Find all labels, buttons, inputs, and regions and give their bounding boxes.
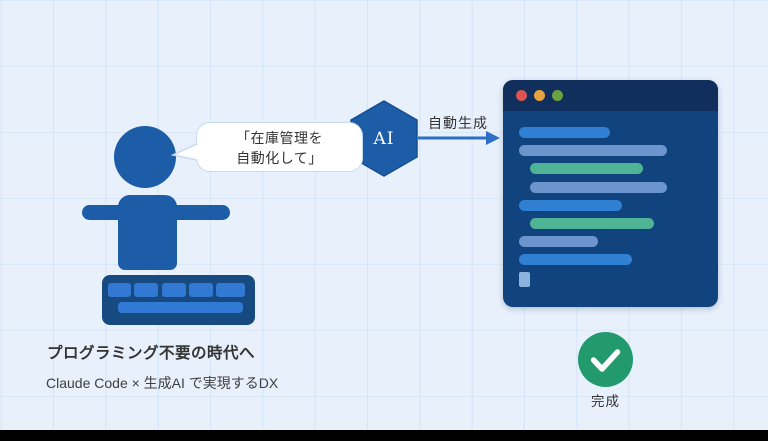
speech-bubble-tail xyxy=(170,143,198,161)
keyboard-key xyxy=(162,283,186,297)
speech-bubble: 「在庫管理を 自動化して」 xyxy=(196,122,363,172)
code-line xyxy=(519,127,610,138)
caption-subtitle: Claude Code × 生成AI で実現するDX xyxy=(46,375,279,391)
ai-label: AI xyxy=(373,129,395,149)
code-line xyxy=(519,254,632,265)
speech-bubble-line: 「在庫管理を xyxy=(236,130,323,146)
zoom-dot xyxy=(552,90,563,101)
code-line xyxy=(519,200,622,211)
caption-title: プログラミング不要の時代へ xyxy=(47,345,256,362)
code-line xyxy=(530,218,654,229)
keyboard-key xyxy=(134,283,158,297)
arrow-label: 自動生成 xyxy=(428,115,488,131)
code-cursor xyxy=(519,272,530,287)
keyboard-icon xyxy=(102,275,255,325)
code-editor-window xyxy=(503,80,718,307)
person-torso xyxy=(118,195,177,270)
traffic-lights xyxy=(516,90,563,101)
ai-hexagon-icon: AI xyxy=(350,100,418,177)
code-line xyxy=(519,236,598,247)
status-label: 完成 xyxy=(591,394,620,409)
code-line xyxy=(519,145,667,156)
auto-generate-arrow-icon xyxy=(418,131,500,145)
minimize-dot xyxy=(534,90,545,101)
code-line xyxy=(530,163,643,174)
speech-bubble-line: 自動化して」 xyxy=(236,150,323,166)
keyboard-spacebar xyxy=(118,302,243,313)
checkmark-icon xyxy=(578,332,633,387)
close-dot xyxy=(516,90,527,101)
keyboard-key xyxy=(216,283,245,297)
person-head xyxy=(114,126,176,188)
keyboard-key xyxy=(189,283,213,297)
editor-titlebar xyxy=(503,80,718,111)
keyboard-key xyxy=(108,283,131,297)
footer-bar xyxy=(0,430,768,441)
code-line xyxy=(530,182,667,193)
